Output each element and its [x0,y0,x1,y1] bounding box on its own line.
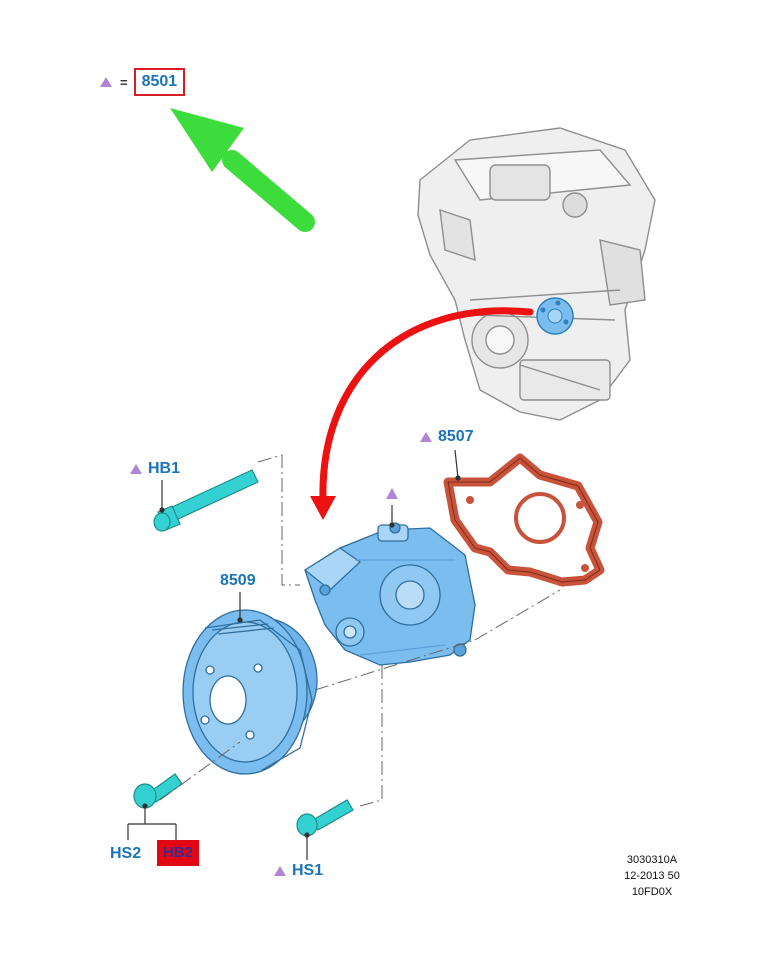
label-8509: 8509 [220,572,256,589]
pump-on-engine-marker [536,297,574,335]
label-hb2: HB2 [157,840,199,866]
triangle-icon [386,488,398,499]
triangle-icon [420,431,432,442]
label-hb1-text: HB1 [148,460,181,477]
label-hs1: HS1 [274,862,323,880]
legend: = 8501 [100,68,186,96]
bolt-hs2 [133,773,183,809]
water-pump [303,522,476,666]
triangle-icon [100,77,112,87]
label-8507: 8507 [420,428,474,446]
label-hb1: HB1 [130,460,180,478]
assembly-lines [159,454,561,807]
bolt-hb1 [153,469,259,532]
bolt-hs1 [296,799,354,837]
reference-line-2: 12-2013 50 [624,870,680,882]
reference-line-1: 3030310A [626,854,678,866]
triangle-icon [130,463,142,474]
label-8507-text: 8507 [438,428,474,445]
reference-code: 3030310A 12-2013 50 10FD0X [612,852,692,900]
gasket-8507 [443,453,605,587]
pulley-8509 [182,609,318,775]
label-hs1-text: HS1 [292,862,324,879]
engine-block [417,127,656,421]
red-arrow-icon [310,307,534,520]
legend-code: 8501 [133,68,186,96]
leader-lines [127,449,461,860]
label-hs2: HS2 [110,845,142,862]
green-arrow-icon [170,108,315,232]
legend-equals: = [120,74,128,90]
triangle-icon [274,865,286,876]
reference-line-3: 10FD0X [631,886,673,898]
